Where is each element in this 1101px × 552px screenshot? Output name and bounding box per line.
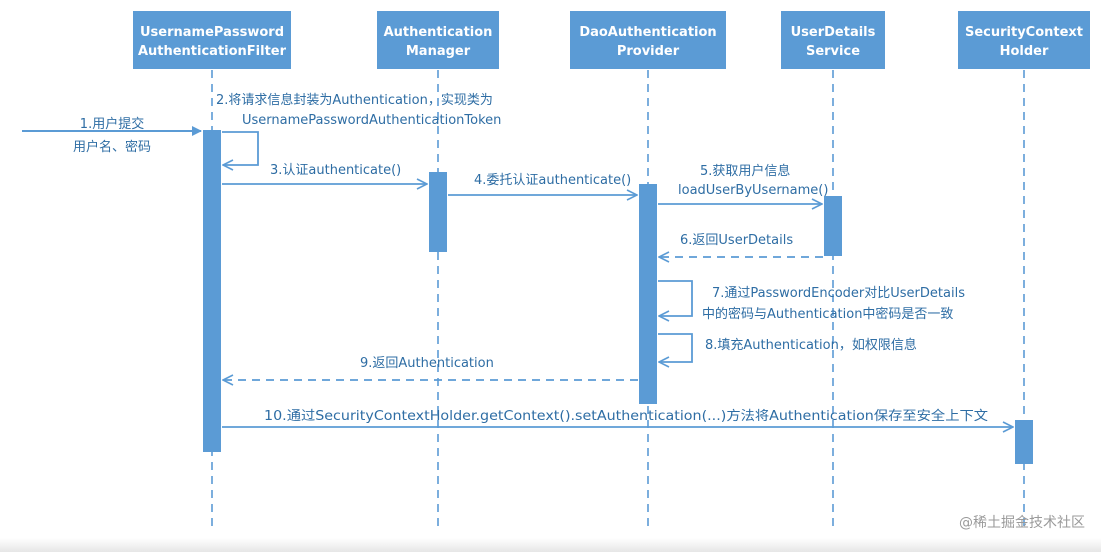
actor-manager-line2: Manager <box>406 44 471 59</box>
message-7-self-arrow <box>658 280 693 316</box>
message-7-label-line2: 中的密码与Authentication中密码是否一致 <box>702 306 953 322</box>
message-1-label-line2: 用户名、密码 <box>73 139 151 155</box>
actor-filter: UsernamePassword AuthenticationFilter <box>133 11 291 69</box>
actor-holder-line2: Holder <box>1000 44 1049 59</box>
message-2-label-line1: 2.将请求信息封装为Authentication，实现类为 <box>216 92 493 108</box>
message-3-label: 3.认证authenticate() <box>270 163 401 178</box>
actor-manager: Authentication Manager <box>377 11 499 69</box>
message-8-self-arrow <box>658 333 693 362</box>
bottom-shadow <box>0 538 1101 552</box>
actor-provider: DaoAuthentication Provider <box>570 11 726 69</box>
actor-provider-line2: Provider <box>617 44 680 59</box>
message-2-label-line2: UsernamePasswordAuthenticationToken <box>242 113 501 128</box>
actor-uds-line2: Service <box>806 44 860 59</box>
actor-uds-line1: UserDetails <box>791 25 876 40</box>
actor-provider-line1: DaoAuthentication <box>579 25 716 40</box>
activation-uds <box>824 196 842 256</box>
message-7-label-line1: 7.通过PasswordEncoder对比UserDetails <box>712 286 965 301</box>
activation-holder <box>1015 420 1033 464</box>
activation-manager <box>429 172 447 252</box>
actor-uds: UserDetails Service <box>781 11 885 69</box>
activation-filter <box>203 130 221 452</box>
message-1-label-line1: 1.用户提交 <box>80 116 144 132</box>
message-9-label: 9.返回Authentication <box>360 356 494 371</box>
message-4-label: 4.委托认证authenticate() <box>474 173 631 188</box>
actor-holder: SecurityContext Holder <box>958 11 1090 69</box>
watermark: @稀土掘金技术社区 <box>959 515 1085 531</box>
message-10-label: 10.通过SecurityContextHolder.getContext().… <box>264 408 988 424</box>
message-2-self-arrow <box>222 131 259 165</box>
actor-manager-line1: Authentication <box>384 25 493 40</box>
actor-holder-line1: SecurityContext <box>965 25 1083 40</box>
activation-provider <box>639 184 657 404</box>
message-6-label: 6.返回UserDetails <box>680 233 793 248</box>
actor-filter-line1: UsernamePassword <box>140 25 284 40</box>
message-5-label-line2: loadUserByUsername() <box>678 183 828 198</box>
message-8-label: 8.填充Authentication，如权限信息 <box>705 337 917 353</box>
message-5-label-line1: 5.获取用户信息 <box>700 163 790 179</box>
actor-filter-line2: AuthenticationFilter <box>138 44 287 59</box>
